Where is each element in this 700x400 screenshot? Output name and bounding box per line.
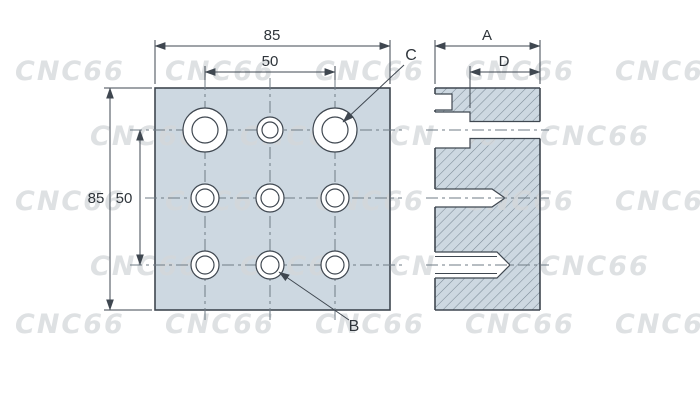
section-step-notch-outline — [435, 93, 453, 111]
watermark-text: CNC66 — [615, 56, 700, 87]
leader-line-b — [278, 271, 350, 321]
watermark-text: CNC66 — [165, 309, 275, 340]
hole-inner — [325, 255, 345, 275]
dim-hole-spacing-v-value: 50 — [116, 190, 133, 207]
watermark-text: CNC66 — [15, 186, 125, 217]
dim-overall-label: A — [482, 27, 492, 44]
hole-inner — [261, 121, 279, 139]
watermark-layer: CNC66 CNC66 CNC66 CNC66 CNC66 CNC66 CNC6… — [15, 56, 700, 340]
dim-hole-spacing-h-value: 50 — [262, 53, 279, 70]
watermark-text: CNC66 — [615, 186, 700, 217]
watermark-text: CNC66 — [15, 56, 125, 87]
counterbore-outline-bottom — [435, 137, 540, 149]
label-b: B — [349, 318, 360, 335]
front-plate-outline — [154, 87, 391, 311]
watermark-text: CNC66 — [15, 309, 125, 340]
watermark-text: CNC66 — [615, 309, 700, 340]
blind-hole-slot-fill — [435, 189, 505, 207]
watermark-text: CNC66 — [315, 309, 425, 340]
hole-inner — [195, 255, 215, 275]
tapped-hole-outline — [435, 251, 511, 279]
dim-width-value: 85 — [264, 27, 281, 44]
hole-inner — [260, 255, 280, 275]
watermark-text: CNC66 — [540, 121, 650, 152]
labels: C B — [278, 47, 417, 335]
section-body-outline — [434, 87, 541, 311]
hole-inner — [321, 116, 349, 144]
leader-line-c — [342, 64, 405, 123]
hole-inner — [195, 188, 215, 208]
hole-inner — [260, 188, 280, 208]
dim-depth-label: D — [499, 53, 510, 70]
dimensions: 85 50 85 50 A D — [88, 27, 541, 311]
center-lines-section — [426, 129, 549, 266]
dim-height-value: 85 — [88, 190, 105, 207]
hole-inner — [325, 188, 345, 208]
watermark-text: CNC66 — [90, 251, 200, 282]
counterbore-outline-top — [435, 111, 540, 123]
section-step-notch-fill — [435, 94, 452, 110]
section-view — [426, 87, 549, 311]
watermark-text: CNC66 — [540, 251, 650, 282]
hole-inner — [191, 116, 219, 144]
hole-grid — [182, 107, 358, 280]
label-c: C — [405, 47, 417, 64]
watermark-text: CNC66 — [465, 309, 575, 340]
